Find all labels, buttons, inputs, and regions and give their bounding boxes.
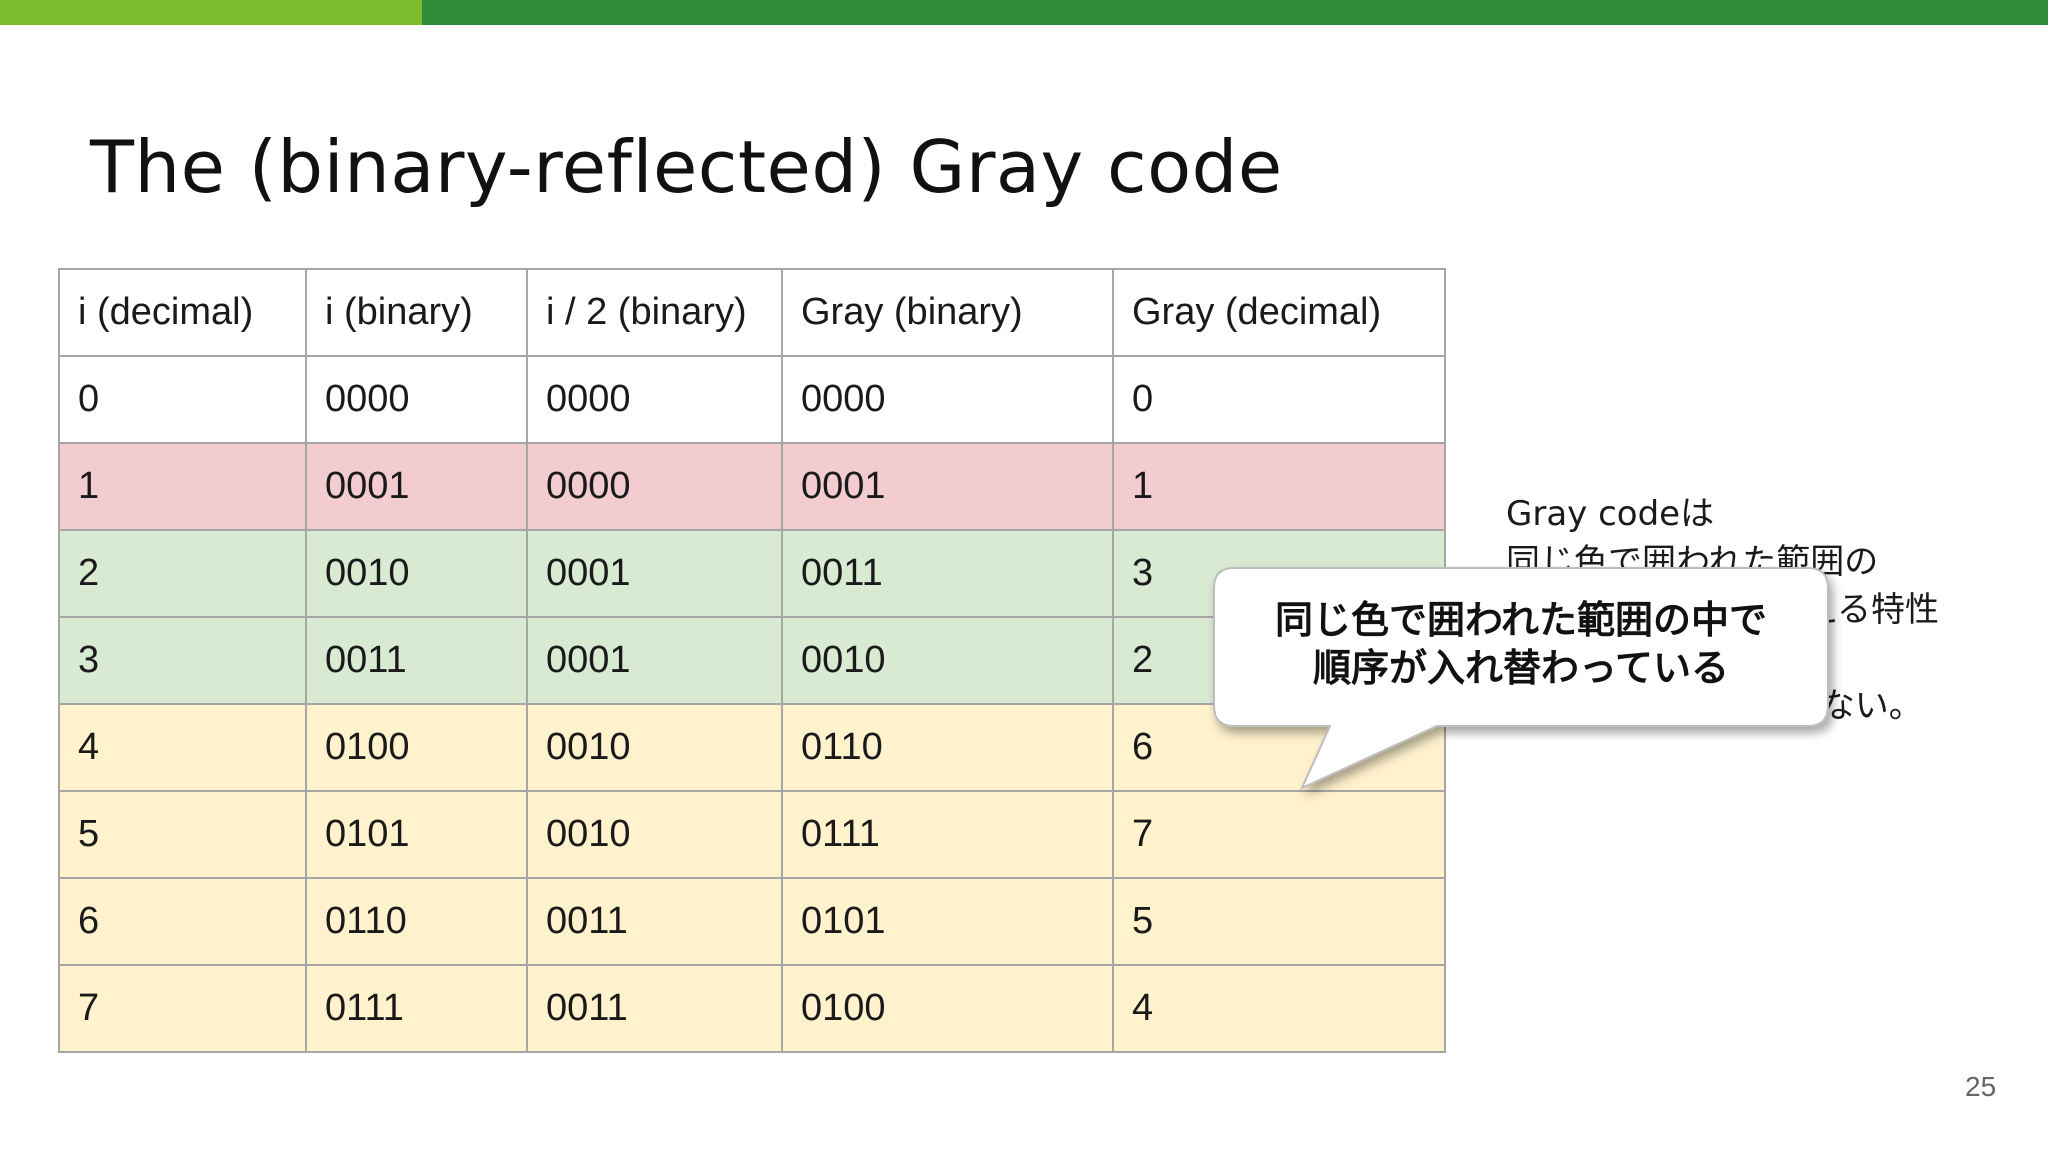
table-cell: 0111 (305, 964, 528, 1053)
table-row: 5 0101 0010 0111 7 (58, 790, 1446, 879)
table-cell: 4 (1112, 964, 1446, 1053)
table-cell: 0111 (781, 790, 1114, 879)
side-note: Gray codeは 同じ色で囲われた範囲の える特性 また1 bitしか変化が… (1506, 490, 2026, 730)
header-i-half-binary: i / 2 (binary) (526, 268, 783, 357)
header-gray-decimal: Gray (decimal) (1112, 268, 1446, 357)
table-cell: 0001 (305, 442, 528, 531)
side-note-gap (1506, 634, 2026, 682)
header-i-decimal: i (decimal) (58, 268, 307, 357)
table-cell: 5 (1112, 877, 1446, 966)
table-cell: 1 (58, 442, 307, 531)
table-cell: 6 (58, 877, 307, 966)
table-row: 3 0011 0001 0010 2 (58, 616, 1446, 705)
table-cell: 0100 (305, 703, 528, 792)
table-cell: 0 (1112, 355, 1446, 444)
table-cell: 0011 (305, 616, 528, 705)
table-cell: 3 (1112, 529, 1446, 618)
table-cell: 0011 (781, 529, 1114, 618)
table-cell: 0000 (781, 355, 1114, 444)
table-cell: 6 (1112, 703, 1446, 792)
table-row: 4 0100 0010 0110 6 (58, 703, 1446, 792)
table-cell: 0001 (526, 529, 783, 618)
table-cell: 0000 (526, 355, 783, 444)
table-row: 1 0001 0000 0001 1 (58, 442, 1446, 531)
gray-code-table: i (decimal) i (binary) i / 2 (binary) Gr… (58, 268, 1446, 1053)
top-accent-bar-dark (422, 0, 2048, 25)
table-cell: 2 (1112, 616, 1446, 705)
table-cell: 0101 (305, 790, 528, 879)
top-accent-bar (0, 0, 2048, 25)
top-accent-bar-light (0, 0, 422, 25)
header-i-binary: i (binary) (305, 268, 528, 357)
table-cell: 0 (58, 355, 307, 444)
table-row: 0 0000 0000 0000 0 (58, 355, 1446, 444)
table-cell: 2 (58, 529, 307, 618)
table-cell: 0010 (526, 790, 783, 879)
slide-title: The (binary-reflected) Gray code (90, 125, 1283, 209)
table-row: 6 0110 0011 0101 5 (58, 877, 1446, 966)
table-cell: 0010 (781, 616, 1114, 705)
table-cell: 0001 (526, 616, 783, 705)
side-note-line: 同じ色で囲われた範囲の (1506, 542, 1879, 582)
table-cell: 3 (58, 616, 307, 705)
table-cell: 0011 (526, 964, 783, 1053)
side-note-line: える特性 (1804, 590, 1939, 630)
table-cell: 0101 (781, 877, 1114, 966)
table-row: 2 0010 0001 0011 3 (58, 529, 1446, 618)
table-cell: 4 (58, 703, 307, 792)
table-cell: 0011 (526, 877, 783, 966)
table-cell: 0000 (305, 355, 528, 444)
side-note-line: Gray codeは (1506, 494, 1715, 534)
header-gray-binary: Gray (binary) (781, 268, 1114, 357)
table-cell: 7 (58, 964, 307, 1053)
table-cell: 0110 (781, 703, 1114, 792)
table-cell: 0100 (781, 964, 1114, 1053)
table-cell: 0110 (305, 877, 528, 966)
side-note-line: また1 bitしか変化がない。 (1506, 686, 1923, 726)
table-cell: 7 (1112, 790, 1446, 879)
table-cell: 0001 (781, 442, 1114, 531)
table-cell: 5 (58, 790, 307, 879)
table-cell: 1 (1112, 442, 1446, 531)
table-header-row: i (decimal) i (binary) i / 2 (binary) Gr… (58, 268, 1446, 357)
page-number: 25 (1965, 1071, 1997, 1102)
table-cell: 0010 (305, 529, 528, 618)
table-cell: 0000 (526, 442, 783, 531)
table-row: 7 0111 0011 0100 4 (58, 964, 1446, 1053)
table-cell: 0010 (526, 703, 783, 792)
